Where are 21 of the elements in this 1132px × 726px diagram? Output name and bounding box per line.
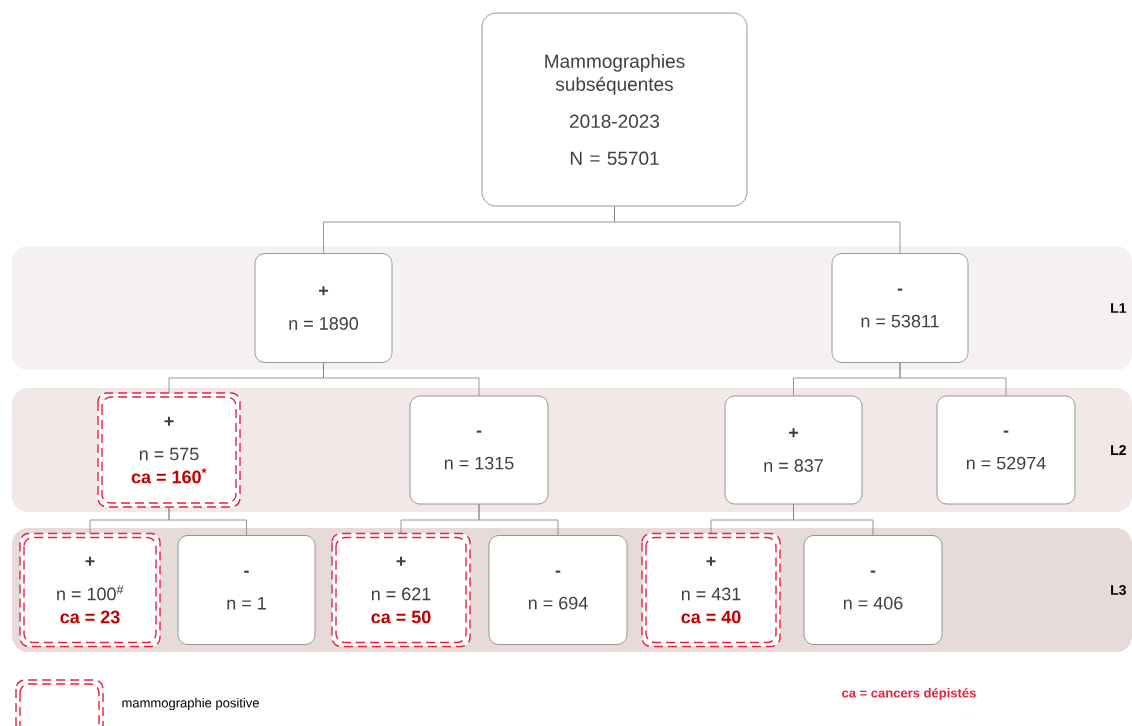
result-box: - n = 53811 (831, 253, 969, 363)
positive-box: + n = 100$^{#}$ ca = 23 (19, 532, 161, 648)
result-box: - n = 1 (177, 535, 316, 645)
title-box: Mammographies subséquentes 2018-2023 N = 55701 (481, 12, 748, 207)
connector (478, 504, 559, 536)
positive-box: + n = 431 ca = 40 (641, 532, 781, 648)
result-box: - n = 1315 (409, 395, 549, 505)
result-box: + n = 837 (724, 395, 863, 505)
connector (899, 362, 1007, 396)
connector (793, 504, 874, 536)
connector (168, 506, 247, 536)
result-box: - n = 52974 (936, 395, 1076, 505)
positive-box: + n = 621 ca = 50 (331, 532, 471, 648)
connector (323, 362, 480, 396)
legend-text: mammographie positive (122, 697, 259, 711)
result-box: + n = 1890 (254, 253, 393, 363)
positive-box: + n = 575 ca = 160$^{*}$ (97, 392, 241, 508)
connector (614, 206, 901, 254)
result-box: - n = 694 (488, 535, 628, 645)
result-box: - n = 406 (803, 535, 943, 645)
note-text: ca = cancers dépistés (842, 687, 976, 701)
